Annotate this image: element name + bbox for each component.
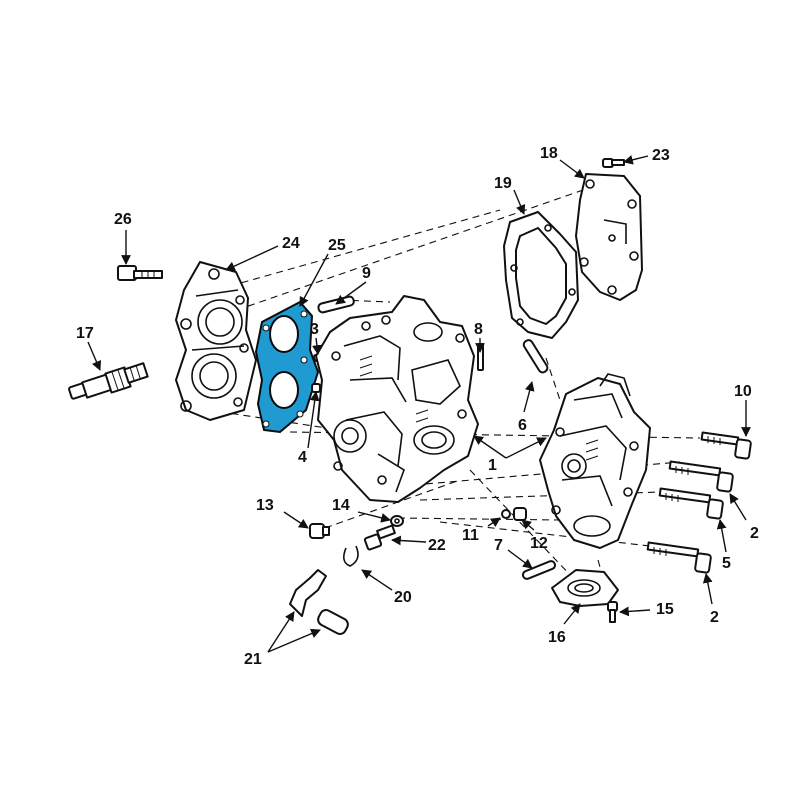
- callout-10: 10: [734, 383, 752, 400]
- callout-2-lower: 2: [710, 609, 719, 626]
- clip-20: [342, 545, 359, 567]
- callout-20: 20: [394, 589, 412, 606]
- plug-12: [513, 507, 527, 521]
- callout-5: 5: [722, 555, 731, 572]
- pin: [317, 295, 355, 314]
- seal-housing: [551, 569, 619, 607]
- callout-3: 3: [310, 321, 319, 338]
- callout-6: 6: [518, 417, 527, 434]
- callout-11: 11: [462, 527, 479, 544]
- spark-plug: [68, 362, 149, 400]
- fitting-22: [363, 524, 396, 551]
- callout-4: 4: [298, 449, 307, 466]
- bolt-5: [658, 487, 724, 520]
- callout-labels: 1 2 3 4 5 6 7 8 9 10 11 12 13 14 15 16 1…: [76, 145, 759, 668]
- hose-21: [289, 569, 349, 635]
- callout-24: 24: [282, 235, 300, 252]
- callout-18: 18: [540, 145, 558, 162]
- callout-19: 19: [494, 175, 512, 192]
- cylinder-head-cover: [175, 261, 257, 421]
- callout-21: 21: [244, 651, 262, 668]
- exhaust-cover: [575, 173, 643, 301]
- housing-screw: [607, 601, 618, 623]
- callout-12: 12: [530, 535, 548, 552]
- callout-14: 14: [332, 497, 350, 514]
- bolt-2-lower: [646, 541, 712, 574]
- callout-9: 9: [362, 265, 371, 282]
- cover-screw: [602, 158, 625, 168]
- callout-13: 13: [256, 497, 274, 514]
- washer: [390, 515, 404, 527]
- pin-7: [521, 560, 557, 580]
- callout-25: 25: [328, 237, 346, 254]
- leader-lines: [87, 155, 751, 653]
- cylinder-head-gasket: [254, 300, 320, 434]
- callout-2-upper: 2: [750, 525, 759, 542]
- callout-23: 23: [652, 147, 670, 164]
- callout-17: 17: [76, 325, 94, 342]
- exhaust-cover-gasket: [503, 211, 579, 339]
- callout-22: 22: [428, 537, 446, 554]
- callout-16: 16: [548, 629, 566, 646]
- crankcase: [539, 373, 651, 549]
- cylinder-block: [315, 295, 479, 503]
- callout-15: 15: [656, 601, 674, 618]
- callout-26: 26: [114, 211, 132, 228]
- bolt-2-upper: [668, 460, 734, 493]
- bolt-10: [700, 431, 752, 460]
- drain-plug: [309, 523, 330, 539]
- callout-8: 8: [474, 321, 483, 338]
- callout-7: 7: [494, 537, 503, 554]
- dowel-pin-lower: [311, 383, 321, 393]
- crankcase-pin: [522, 339, 549, 374]
- check-ball: [501, 509, 511, 519]
- cover-bolt: [117, 265, 163, 281]
- callout-1: 1: [488, 457, 497, 474]
